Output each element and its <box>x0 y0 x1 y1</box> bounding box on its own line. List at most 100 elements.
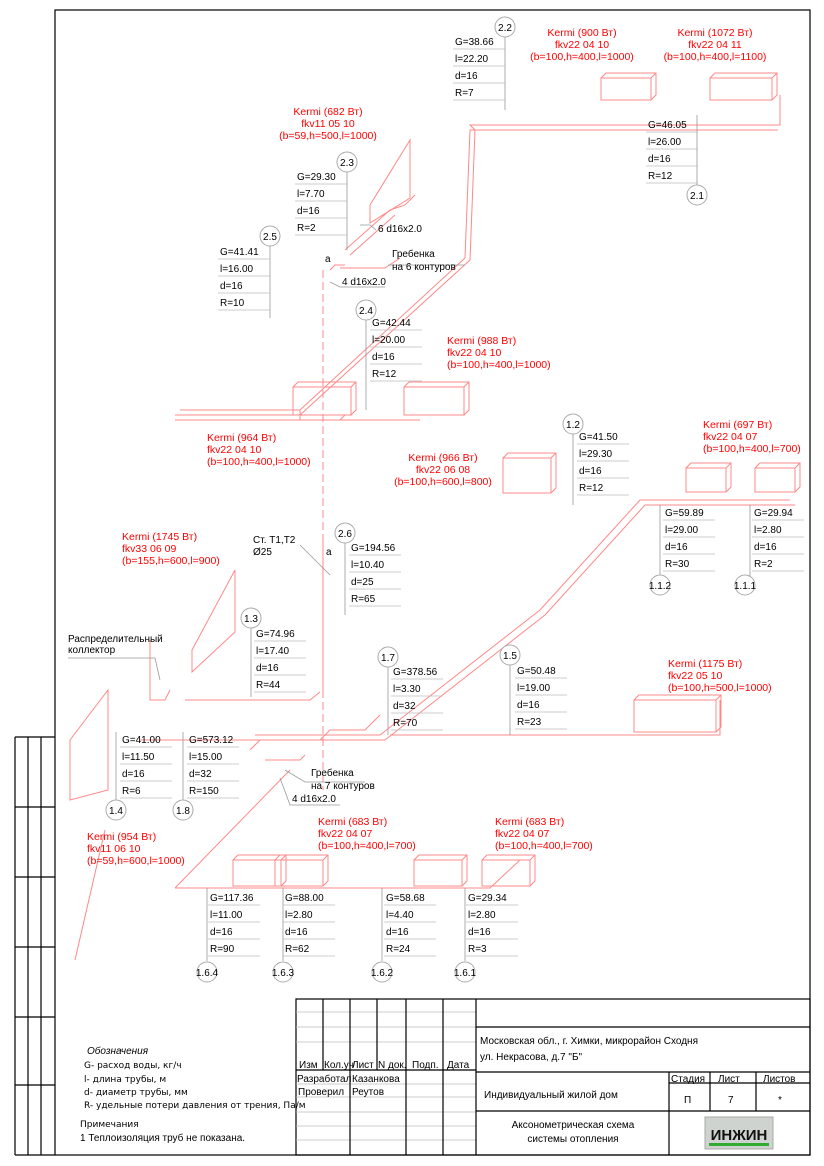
segment-l-value: l=15.00 <box>189 752 223 763</box>
segment-id: 2.3 <box>340 158 354 169</box>
segment-label-block: G=41.41l=16.00d=16R=102.5 <box>218 225 281 318</box>
col-header: Изм <box>299 1060 318 1071</box>
segment-id: 1.1.1 <box>734 581 757 592</box>
segment-r-value: R=6 <box>122 786 141 797</box>
segment-label-block: G=50.48l=19.00d=16R=231.5 <box>499 644 567 735</box>
radiator-icon <box>481 854 536 887</box>
note-1: 1 Теплоизоляция труб не показана. <box>80 1132 245 1144</box>
radiator-label: Kermi (1745 Вт)fkv33 06 09(b=155,h=600,l… <box>122 531 220 567</box>
segment-r-value: R=3 <box>468 944 487 955</box>
riser-label: Ст. T1,T2 <box>253 535 296 546</box>
segment-label-block: G=74.96l=17.40d=16R=441.3 <box>240 607 306 697</box>
radiator-model: fkv22 04 07 <box>703 431 757 443</box>
segment-r-value: R=12 <box>579 483 604 494</box>
legend-title: Обозначения <box>87 1045 149 1057</box>
radiator-labels: Kermi (900 Вт)fkv22 04 10(b=100,h=400,l=… <box>87 27 801 867</box>
radiator-name: Kermi (697 Вт) <box>703 419 772 431</box>
radiator-name: Kermi (683 Вт) <box>318 816 387 828</box>
segment-d-value: d=16 <box>285 927 308 938</box>
radiator-model: fkv22 04 10 <box>207 444 261 456</box>
radiator-model: fkv22 04 11 <box>688 39 742 51</box>
segment-id-circle <box>734 574 756 596</box>
legend-item: G- расход воды, кг/ч <box>84 1061 182 1071</box>
radiator-model: fkv22 06 08 <box>416 464 470 476</box>
address-line-1: Московская обл., г. Химки, микрорайон Сх… <box>480 1035 698 1047</box>
radiator-icon <box>191 569 236 674</box>
segment-l-value: l=29.00 <box>665 525 699 536</box>
radiator-dims: (b=155,h=600,l=900) <box>122 555 220 567</box>
radiator-label: Kermi (683 Вт)fkv22 04 07(b=100,h=400,l=… <box>318 816 416 852</box>
segment-label-block: G=29.30l=7.70d=16R=22.3 <box>295 151 358 250</box>
segment-id-circle <box>454 961 476 983</box>
segment-l-value: l=2.80 <box>754 525 782 536</box>
checked-label: Проверил <box>298 1087 344 1098</box>
segment-id: 1.1.2 <box>649 581 672 592</box>
legend-item: R- удельные потери давления от трения, П… <box>84 1101 306 1111</box>
side-stamp-strip <box>14 736 55 1156</box>
radiator-icon <box>600 72 657 101</box>
segment-g-value: G=42.44 <box>372 318 411 329</box>
segment-l-value: l=10.40 <box>351 560 385 571</box>
segment-g-value: G=38.66 <box>455 37 494 48</box>
radiator-name: Kermi (1745 Вт) <box>122 531 197 543</box>
segment-g-value: G=41.00 <box>122 735 161 746</box>
radiator-boxes <box>69 72 801 887</box>
radiator-dims: (b=100,h=600,l=800) <box>394 476 492 488</box>
segment-g-value: G=74.96 <box>256 629 295 640</box>
radiator-label: Kermi (964 Вт)fkv22 04 10(b=100,h=400,l=… <box>207 432 311 468</box>
segment-id-circle <box>336 151 358 173</box>
segment-d-value: d=16 <box>648 154 671 165</box>
developed-name: Казанкова <box>352 1074 400 1085</box>
pipes-4-top-label: 4 d16x2.0 <box>342 277 386 288</box>
notes-title: Примечания <box>80 1120 139 1130</box>
segment-g-value: G=117.36 <box>210 893 254 904</box>
segment-g-value: G=41.50 <box>579 432 618 443</box>
segment-g-value: G=46.05 <box>648 120 687 131</box>
radiator-dims: (b=100,h=400,l=1000) <box>447 359 551 371</box>
segment-l-value: l=26.00 <box>648 137 682 148</box>
radiator-icon <box>292 381 357 416</box>
segment-label-block: G=42.44l=20.00d=16R=122.4 <box>355 299 422 410</box>
col-header: N док. <box>378 1060 407 1071</box>
segment-id: 2.6 <box>338 529 352 540</box>
radiator-label: Kermi (966 Вт)fkv22 06 08(b=100,h=600,l=… <box>394 452 492 488</box>
segment-id-circle <box>105 799 127 821</box>
radiator-label: Kermi (683 Вт)fkv22 04 07(b=100,h=400,l=… <box>495 816 593 852</box>
radiator-name: Kermi (1072 Вт) <box>677 27 752 39</box>
logo-text: ИНЖИН <box>711 1127 768 1144</box>
manifold-6-label: Гребенка <box>392 248 435 260</box>
segment-g-value: G=58.68 <box>386 893 425 904</box>
segment-id: 1.8 <box>176 806 190 817</box>
segment-id-circle <box>259 225 281 247</box>
radiator-icon <box>502 452 557 494</box>
radiator-name: Kermi (682 Вт) <box>293 106 362 118</box>
radiator-name: Kermi (966 Вт) <box>408 452 477 464</box>
radiator-dims: (b=59,h=600,l=1000) <box>87 855 185 867</box>
radiator-icon <box>633 694 722 733</box>
segment-d-value: d=16 <box>579 466 602 477</box>
segment-l-value: l=16.00 <box>220 264 254 275</box>
segment-r-value: R=70 <box>393 718 418 729</box>
radiator-label: Kermi (1072 Вт)fkv22 04 11(b=100,h=400,l… <box>664 27 767 63</box>
sheet-label: Лист <box>718 1074 740 1085</box>
radiator-model: fkv22 05 10 <box>668 670 722 682</box>
sheets-value: * <box>778 1095 782 1106</box>
segment-id-circle <box>562 413 584 435</box>
segment-id-circle <box>334 522 356 544</box>
segment-l-value: l=7.70 <box>297 189 325 200</box>
segment-id-circle <box>494 16 516 38</box>
segment-d-value: d=16 <box>372 352 395 363</box>
segment-g-value: G=29.30 <box>297 172 336 183</box>
segment-id: 1.4 <box>109 806 123 817</box>
stage-label: Стадия <box>671 1074 705 1085</box>
radiator-name: Kermi (683 Вт) <box>495 816 564 828</box>
radiator-icon <box>413 854 468 887</box>
radiator-icon <box>685 462 732 493</box>
segment-r-value: R=12 <box>372 369 397 380</box>
segment-d-value: d=16 <box>665 542 688 553</box>
radiator-dims: (b=100,h=400,l=1100) <box>664 51 767 63</box>
segment-id: 1.2 <box>566 420 580 431</box>
segment-d-value: d=16 <box>468 927 491 938</box>
